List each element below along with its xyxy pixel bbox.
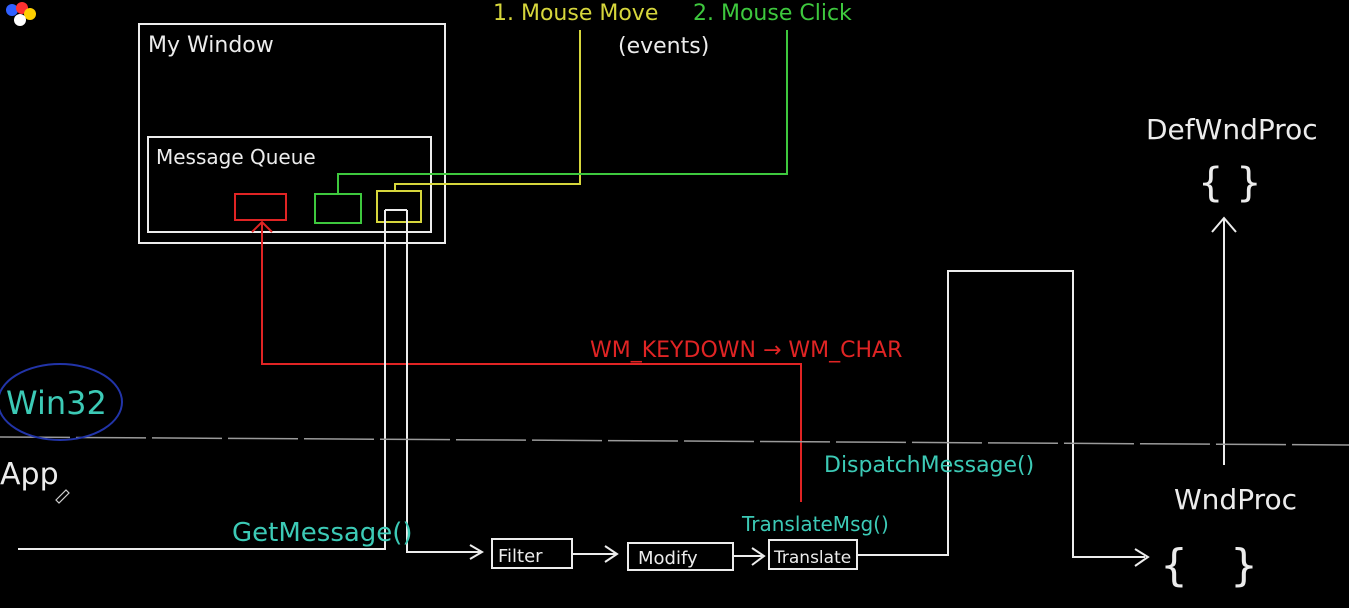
translate-label: Translate	[773, 548, 851, 568]
arrow-head-icon	[751, 547, 766, 566]
dispatch-line	[857, 270, 1145, 558]
arrow-head-icon	[1211, 216, 1237, 233]
translate-msg-label: TranslateMsg()	[741, 512, 889, 536]
message-queue-label: Message Queue	[156, 145, 316, 169]
app-label: App	[0, 457, 59, 492]
wnd-proc-body: { }	[1160, 540, 1258, 591]
get-message-label: GetMessage()	[232, 518, 413, 548]
wnd-proc-label: WndProc	[1174, 483, 1297, 516]
green-message-slot	[314, 193, 362, 224]
filter-label: Filter	[498, 546, 543, 567]
arrow-head-icon	[469, 544, 484, 560]
arrow-head-icon	[251, 220, 273, 233]
my-window-title: My Window	[148, 33, 274, 58]
my-window-box	[138, 23, 446, 244]
def-wnd-proc-label: DefWndProc	[1146, 113, 1318, 146]
modify-label: Modify	[638, 548, 698, 569]
queue-to-filter-line	[406, 210, 480, 553]
arrow-head-icon	[1134, 548, 1150, 567]
events-label: (events)	[618, 34, 709, 59]
dispatch-message-label: DispatchMessage()	[824, 453, 1034, 478]
translate-feedback-line	[261, 222, 802, 502]
pen-cursor-icon	[55, 489, 70, 504]
win32-label: Win32	[6, 384, 107, 422]
app-logo-icon	[6, 2, 36, 26]
def-wnd-proc-body: { }	[1198, 160, 1262, 206]
arrow-head-icon	[604, 545, 619, 563]
mouse-move-label: 1. Mouse Move	[493, 1, 658, 26]
red-message-slot	[234, 193, 287, 221]
mouse-click-label: 2. Mouse Click	[693, 1, 852, 26]
mouse-move-line	[394, 30, 581, 191]
translation-label: WM_KEYDOWN → WM_CHAR	[590, 338, 902, 363]
win32-highlight	[0, 363, 123, 441]
win32-app-boundary	[0, 436, 1349, 446]
yellow-message-slot	[376, 190, 422, 223]
get-message-line	[18, 210, 386, 550]
mouse-click-line	[337, 30, 788, 194]
